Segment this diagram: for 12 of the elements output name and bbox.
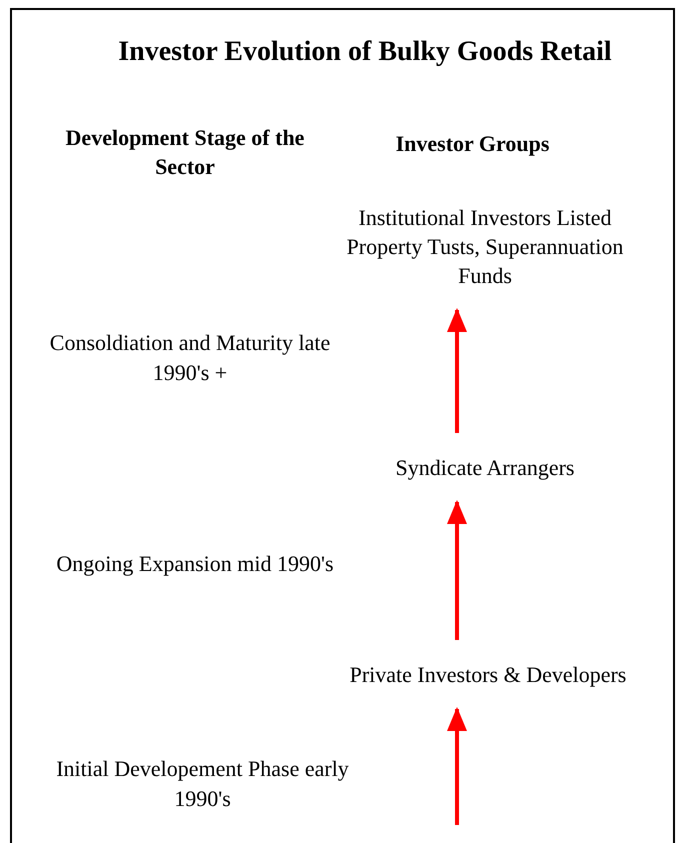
arrow <box>447 500 467 640</box>
investor-group-text: Private Investors & Developers <box>350 661 626 689</box>
investor-group-text: Syndicate Arrangers <box>396 454 574 482</box>
investor-group-text: Institutional Investors Listed Property Tusts, Superannuation Funds <box>346 204 624 290</box>
column-heading: Development Stage of the Sector <box>64 124 306 181</box>
title: Investor Evolution of Bulky Goods Retail <box>117 35 613 69</box>
arrow <box>447 308 467 433</box>
stage-label: Initial Developement Phase early 1990's <box>55 755 350 813</box>
column-heading: Investor Groups <box>394 130 550 158</box>
stage-label: Consoldiation and Maturity late 1990's + <box>48 329 332 387</box>
stage-label: Ongoing Expansion mid 1990's <box>55 550 335 578</box>
arrow <box>447 707 467 825</box>
